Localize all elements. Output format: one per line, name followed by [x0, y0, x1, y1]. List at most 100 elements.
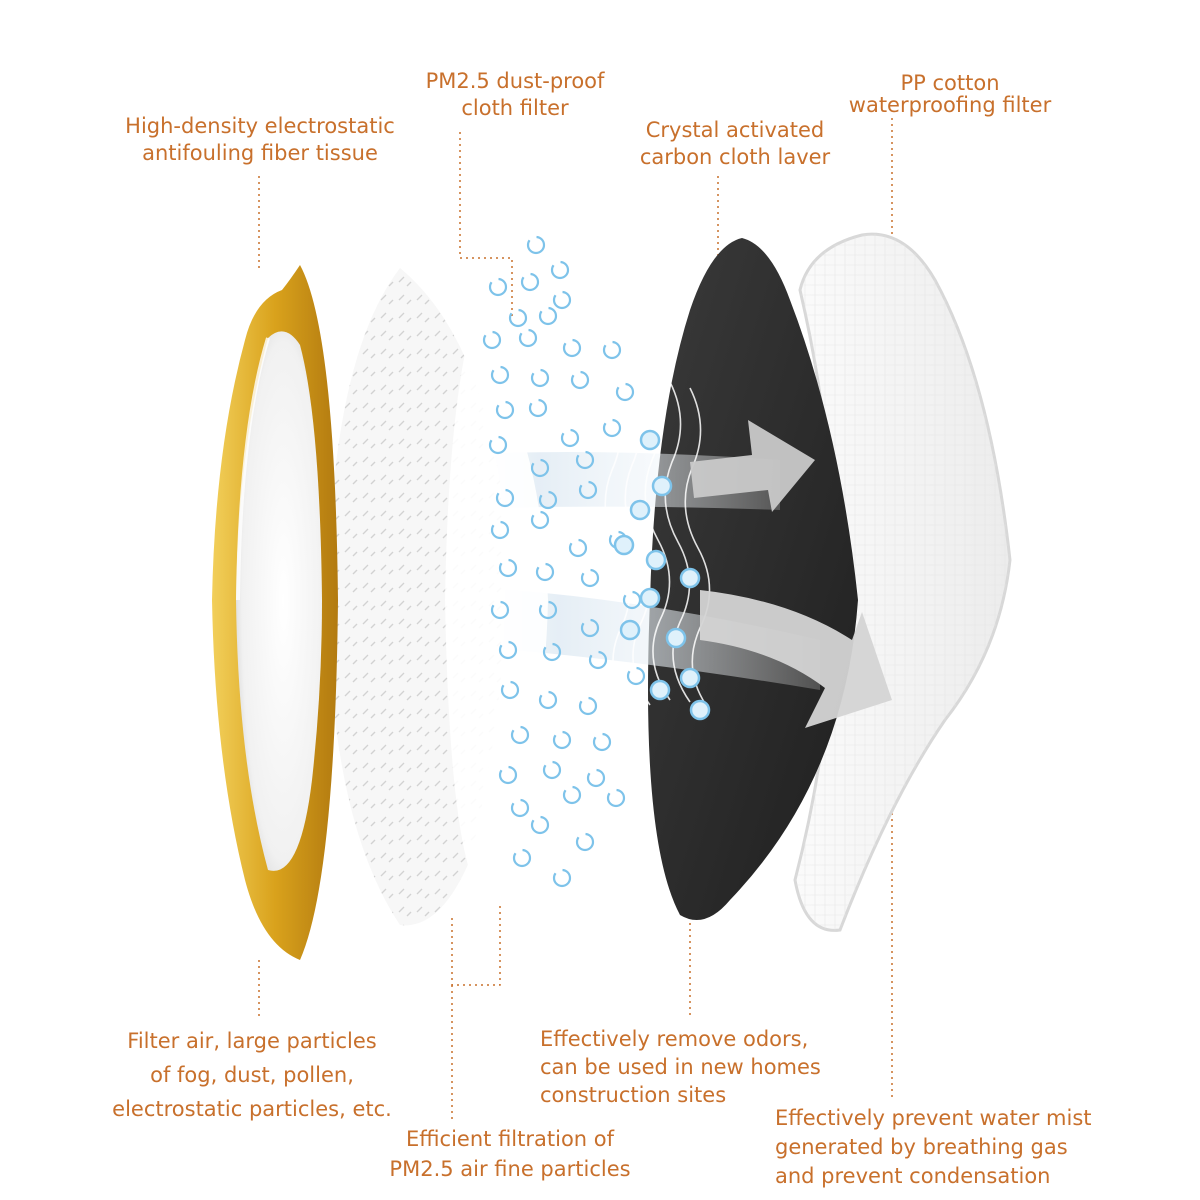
label-filter-air-line3: electrostatic particles, etc.	[112, 1097, 392, 1121]
circle-particle-icon	[606, 788, 626, 808]
circle-particle-icon	[538, 690, 558, 710]
airflow-arrow-lower	[700, 590, 892, 728]
circle-particle-icon	[679, 667, 701, 689]
label-efficient: Efficient filtration of PM2.5 air fine p…	[365, 1124, 655, 1184]
carbon-cloth-layer	[648, 238, 858, 920]
circle-particle-icon	[550, 260, 570, 280]
circle-particle-icon	[639, 429, 661, 451]
circle-particle-icon	[665, 627, 687, 649]
circle-particle-icon	[542, 760, 562, 780]
circle-particle-icon	[575, 832, 595, 852]
circle-particle-icon	[615, 382, 635, 402]
circle-particle-icon	[498, 765, 518, 785]
circle-particle-icon	[530, 815, 550, 835]
circle-particle-icon	[570, 370, 590, 390]
pm25-cloth-layer	[445, 330, 548, 900]
label-carbon-cloth-line1: Crystal activated	[645, 118, 825, 142]
circle-particle-icon	[508, 308, 528, 328]
circle-particle-icon	[490, 520, 510, 540]
circle-particle-icon	[538, 490, 558, 510]
circle-particle-icon	[490, 600, 510, 620]
circle-particle-icon	[580, 568, 600, 588]
circle-particle-icon	[562, 338, 582, 358]
circle-particle-icon	[602, 340, 622, 360]
circle-particle-icon	[538, 600, 558, 620]
label-odors-line1: Effectively remove odors,	[540, 1027, 809, 1051]
circle-particle-icon	[552, 290, 572, 310]
circle-particle-icon	[520, 272, 540, 292]
circle-particle-icon	[552, 868, 572, 888]
label-water-mist-line3: and prevent condensation	[775, 1164, 1051, 1188]
airflow-arrow-upper	[690, 420, 815, 512]
circle-particle-icon	[619, 619, 641, 641]
label-pp-cotton: PP cotton waterproofing filter	[820, 72, 1080, 116]
circle-particle-icon	[679, 567, 701, 589]
label-odors: Effectively remove odors, can be used in…	[540, 1025, 880, 1109]
label-water-mist-line1: Effectively prevent water mist	[775, 1106, 1092, 1130]
circle-particle-icon	[602, 418, 622, 438]
label-efficient-line1: Efficient filtration of	[405, 1127, 615, 1151]
label-pm25-cloth: PM2.5 dust-proof cloth filter	[395, 68, 635, 122]
label-odors-line3: construction sites	[540, 1083, 727, 1107]
circle-particle-icon	[588, 650, 608, 670]
circle-particle-icon	[528, 398, 548, 418]
label-fiber-tissue: High-density electrostatic antifouling f…	[95, 113, 425, 167]
circle-particle-icon	[488, 277, 508, 297]
circle-particle-icon	[526, 235, 546, 255]
circle-particle-icon	[580, 618, 600, 638]
circle-particle-icon	[639, 587, 661, 609]
label-pp-cotton-line1: PP cotton	[900, 71, 1000, 95]
circle-particle-icon	[649, 679, 671, 701]
circle-particle-icon	[495, 400, 515, 420]
circle-particle-icon	[498, 558, 518, 578]
label-filter-air: Filter air, large particles of fog, dust…	[72, 1024, 432, 1126]
label-carbon-cloth: Crystal activated carbon cloth laver	[615, 117, 855, 171]
circle-particle-icon	[500, 680, 520, 700]
particle-cloud	[482, 235, 711, 888]
circle-particle-icon	[578, 696, 598, 716]
circle-particle-icon	[510, 725, 530, 745]
circle-particle-icon	[613, 534, 635, 556]
circle-particle-icon	[645, 549, 667, 571]
circle-particle-icon	[560, 428, 580, 448]
circle-particle-icon	[651, 475, 673, 497]
circle-particle-icon	[568, 538, 588, 558]
circle-particle-icon	[552, 730, 572, 750]
circle-particle-icon	[586, 768, 606, 788]
label-filter-air-line2: of fog, dust, pollen,	[150, 1063, 354, 1087]
gold-ring-layer	[212, 265, 338, 960]
circle-particle-icon	[490, 365, 510, 385]
label-water-mist: Effectively prevent water mist generated…	[775, 1104, 1185, 1191]
label-water-mist-line2: generated by breathing gas	[775, 1135, 1068, 1159]
label-pm25-cloth-line1: PM2.5 dust-proof	[425, 69, 605, 93]
circle-particle-icon	[510, 798, 530, 818]
circle-particle-icon	[535, 562, 555, 582]
label-fiber-tissue-line2: antifouling fiber tissue	[142, 141, 378, 165]
circle-particle-icon	[629, 499, 651, 521]
circle-particle-icon	[530, 510, 550, 530]
label-pp-cotton-line2: waterproofing filter	[848, 93, 1052, 117]
label-fiber-tissue-line1: High-density electrostatic	[125, 114, 395, 138]
circle-particle-icon	[495, 488, 515, 508]
circle-particle-icon	[512, 848, 532, 868]
circle-particle-icon	[689, 699, 711, 721]
circle-particle-icon	[592, 732, 612, 752]
circle-particle-icon	[626, 666, 646, 686]
label-filter-air-line1: Filter air, large particles	[127, 1029, 377, 1053]
circle-particle-icon	[482, 330, 502, 350]
circle-particle-icon	[578, 480, 598, 500]
circle-particle-icon	[498, 640, 518, 660]
label-odors-line2: can be used in new homes	[540, 1055, 821, 1079]
label-pm25-cloth-line2: cloth filter	[461, 96, 569, 120]
circle-particle-icon	[538, 306, 558, 326]
circle-particle-icon	[575, 450, 595, 470]
circle-particle-icon	[530, 368, 550, 388]
circle-particle-icon	[530, 458, 550, 478]
label-efficient-line2: PM2.5 air fine particles	[389, 1157, 631, 1181]
circle-particle-icon	[562, 785, 582, 805]
circle-particle-icon	[488, 435, 508, 455]
circle-particle-icon	[518, 328, 538, 348]
circle-particle-icon	[542, 642, 562, 662]
